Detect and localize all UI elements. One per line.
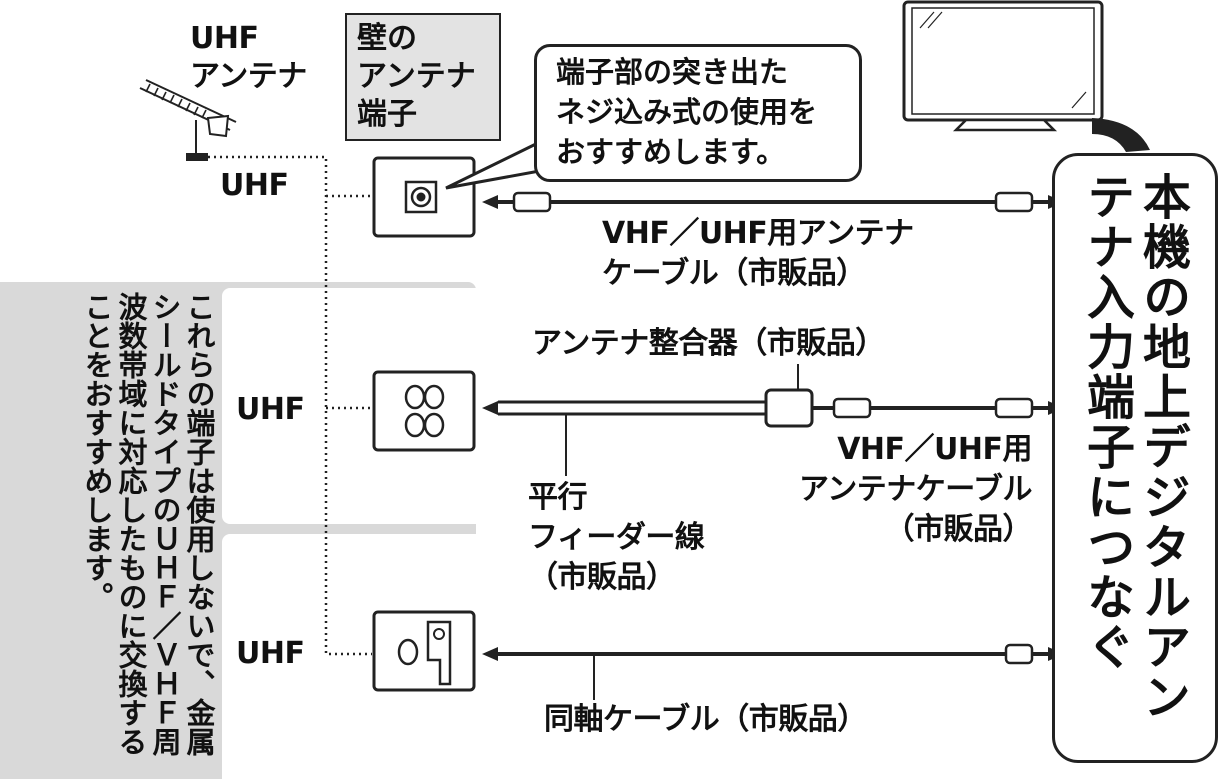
antenna-base <box>186 153 208 161</box>
notice-text: これらの端子は使用しないで、金属シールドタイプのＵＨＦ／ＶＨＦ周波数帯域に対応し… <box>80 292 216 756</box>
uhf-antenna-icon <box>139 79 237 156</box>
tv-input-box <box>1052 153 1218 763</box>
bottom-coax-cable <box>482 643 1064 700</box>
tv-input-text: 本機の地上デジタルアンテナ入力端子につなぐ <box>1078 172 1190 722</box>
wall-terminal-label-box <box>345 13 501 141</box>
callout-bubble <box>534 44 862 182</box>
middle-cable-label: VHF／UHF用 アンテナケーブル （市販品） <box>799 432 1033 547</box>
feeder-label: 平行 フィーダー線 （市販品） <box>528 480 705 595</box>
tv-icon <box>902 0 1104 132</box>
antenna-label: UHF アンテナ <box>190 21 307 94</box>
wall-plate-fconnector <box>372 156 476 238</box>
matcher-label: アンテナ整合器（市販品） <box>532 326 885 361</box>
coax-label: 同軸ケーブル（市販品） <box>544 702 867 737</box>
antenna-output-label: UHF <box>220 168 289 203</box>
top-antenna-cable <box>482 191 1064 213</box>
middle-feeder-cable <box>482 364 1064 476</box>
top-cable-label: VHF／UHF用アンテナ ケーブル（市販品） <box>602 216 914 291</box>
wall-plate-coax-clamp <box>372 610 476 692</box>
dotted-lines <box>208 155 372 656</box>
bottom-uhf-label: UHF <box>236 636 305 671</box>
tv-cable <box>1092 118 1150 152</box>
wall-plate-twinlead <box>372 370 476 452</box>
middle-uhf-label: UHF <box>236 392 305 427</box>
callout-text: 端子部の突き出た ネジ込み式の使用を おすすめします。 <box>556 55 818 169</box>
wall-terminal-label: 壁の アンテナ 端子 <box>357 21 476 132</box>
